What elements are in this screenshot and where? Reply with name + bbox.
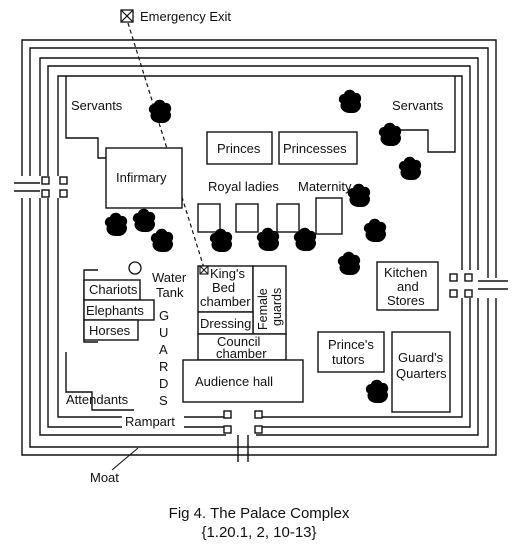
moat-inner-line [29,47,489,448]
tree-icon [398,156,422,188]
guards-quarters-label-line1: Guard's [398,350,444,365]
guards-letter: D [159,376,168,391]
maternity-label: Maternity [298,179,352,194]
princes-tutors-label-line2: tutors [332,352,365,367]
emergency-exit-x-icon [120,9,134,23]
kitchen-label-line2: and [397,279,419,294]
tree-icon [338,89,362,121]
escape-route-dashed-line [127,22,205,269]
rampart-label: Rampart [125,414,175,429]
attendants-label: Attendants [66,392,129,407]
tree-icon [209,228,233,260]
servants-left-label: Servants [71,98,123,113]
tree-icon [150,228,174,260]
tree-icon [256,227,280,259]
gate-bottom-post [254,425,263,434]
moat-outer-line [21,39,497,456]
figure-caption-line2: {1.20.1, 2, 10-13} [201,524,316,541]
guards-letter: S [159,393,168,408]
tree-icon [104,212,128,244]
female-guards-room [252,265,287,335]
audience-hall-room [182,359,304,403]
kings-bed-label-line2: Bed [212,280,235,295]
guards-letter: A [159,342,168,357]
council-label-line1: Council [217,334,260,349]
female-guards-label-line2: guards [270,288,284,326]
guards-quarters-label-line2: Quarters [396,366,447,381]
rampart-label-bg [122,414,184,428]
tank-label: Tank [156,285,184,300]
tree-icon [363,218,387,250]
princesses-room [278,131,358,165]
kitchen-label-line1: Kitchen [384,265,427,280]
infirmary-label: Infirmary [116,170,167,185]
gate-right-post [464,273,473,282]
gate-bottom-bridge [237,435,249,462]
gate-left-post [59,189,68,198]
kings-bed-x-icon [199,265,209,275]
servants-right-label: Servants [392,98,444,113]
gate-bottom-post [223,410,232,419]
water-tank-circle-icon [128,261,142,275]
kitchen-label-line3: Stores [387,293,425,308]
council-chamber-room [197,333,287,361]
gate-bottom-post [223,425,232,434]
gate-right-bridge [478,280,508,290]
horses-label: Horses [89,323,131,338]
guards-quarters-room [391,331,451,413]
infirmary-room [105,147,183,209]
moat-leader-line [111,447,139,471]
princes-label: Princes [217,141,261,156]
gate-left-post [59,176,68,185]
guards-letter: R [159,359,168,374]
gate-right-post [449,273,458,282]
female-guards-label-line1: Female [256,288,270,330]
royal-ladies-chamber [235,203,259,233]
princes-tutors-label-line1: Prince's [328,337,374,352]
guards-letter: U [159,325,168,340]
emergency-exit-label: Emergency Exit [140,9,231,24]
gate-left-bridge [14,182,40,192]
dressing-label: Dressing [200,316,251,331]
attendants-block [65,352,134,411]
servants-left-block [65,76,106,159]
princes-tutors-room [317,331,385,373]
elephants-label: Elephants [86,303,144,318]
gate-left-post [41,176,50,185]
tree-icon [378,122,402,154]
royal-ladies-chamber [197,203,221,233]
royal-ladies-chamber [276,203,300,233]
kitchen-stores-room [376,261,439,311]
tree-icon [365,379,389,411]
tree-icon [293,227,317,259]
gate-bottom-post [254,410,263,419]
gate-right-post [464,289,473,298]
royal-ladies-label: Royal ladies [208,179,279,194]
guards-letter: G [159,308,169,323]
water-label: Water [152,270,187,285]
gate-left-post [41,189,50,198]
horses-stall [83,319,139,341]
gate-right-post [449,289,458,298]
tree-icon [347,183,371,215]
tree-icon [337,251,361,283]
princesses-label: Princesses [283,141,347,156]
figure-caption-line1: Fig 4. The Palace Complex [169,505,350,522]
kings-bed-label-line1: King's [210,266,246,281]
maternity-room [315,197,343,235]
moat-label: Moat [90,470,119,485]
audience-hall-label: Audience hall [195,374,273,389]
princes-room [206,131,273,165]
chariots-label: Chariots [89,282,138,297]
servants-right-block [382,76,456,153]
rampart-outer-line [39,57,479,436]
kings-bed-label-line3: chamber [200,294,251,309]
council-label-line2: chamber [216,346,267,361]
